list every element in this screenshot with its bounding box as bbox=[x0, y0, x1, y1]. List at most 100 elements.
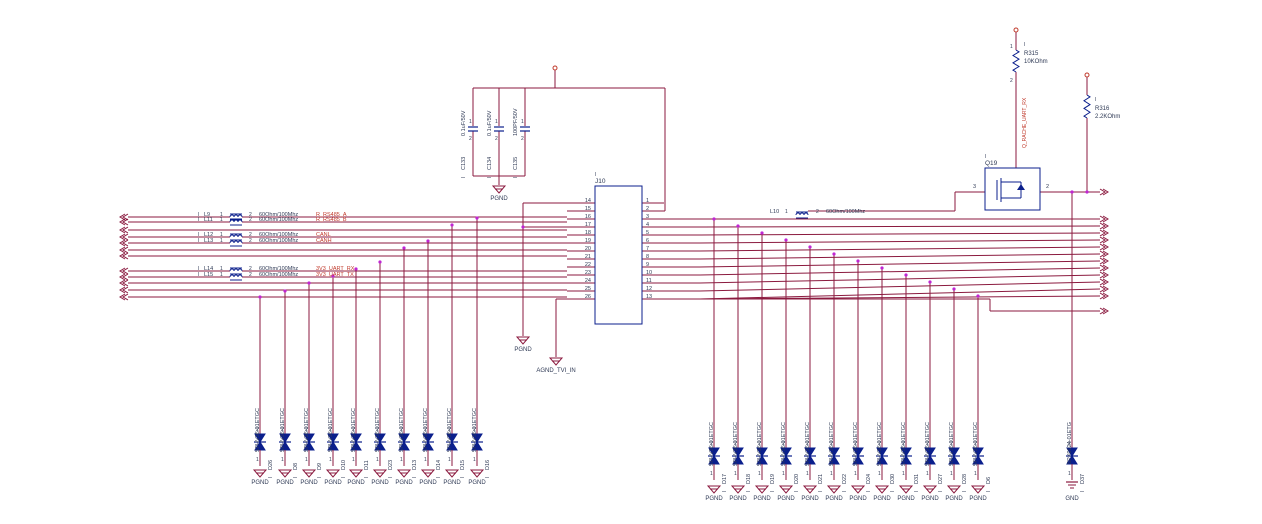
cap-marker: I bbox=[461, 177, 467, 178]
offpage-connector-right bbox=[1099, 285, 1106, 293]
tvs-marker: I bbox=[341, 477, 347, 478]
tvs-ref-designator: D24 bbox=[866, 474, 872, 484]
tvs-ref-designator: D9 bbox=[317, 463, 323, 470]
resistor-marker: I bbox=[1095, 97, 1096, 103]
offpage-connector-right bbox=[1099, 257, 1106, 265]
tvs-pin-label: 1 bbox=[352, 457, 355, 463]
ferrite-coil bbox=[229, 234, 235, 238]
tvs-pin-label: 2 bbox=[710, 441, 713, 447]
offpage-connector-right bbox=[1099, 292, 1106, 300]
offpage-connector-left bbox=[119, 293, 126, 301]
junction-dot bbox=[760, 231, 764, 235]
tvs-triangle bbox=[1066, 447, 1078, 457]
junction-dot bbox=[1085, 190, 1089, 194]
tvs-triangle bbox=[279, 433, 291, 443]
net-wire bbox=[699, 274, 1101, 284]
tvs-pin-label: 1 bbox=[448, 457, 451, 463]
tvs-pin-label: 2 bbox=[281, 427, 284, 433]
connector-pin-number: 20 bbox=[585, 246, 591, 252]
tvs-ref-designator: D8 bbox=[293, 463, 299, 470]
cap-pin-label: 1 bbox=[521, 119, 524, 125]
inductor-ref-designator: L14 bbox=[204, 266, 213, 272]
inductor-pin-label: 2 bbox=[249, 217, 252, 223]
tvs-triangle bbox=[350, 433, 362, 443]
inductor-marker: I bbox=[198, 217, 199, 223]
inductor-value: 60Ohm/100Mhz bbox=[259, 217, 298, 223]
resistor-marker: I bbox=[1024, 42, 1025, 48]
junction-dot bbox=[258, 295, 262, 299]
connector-pin-number: 4 bbox=[646, 222, 649, 228]
pgnd-label: PGND bbox=[873, 496, 891, 502]
cap-pin-label: 2 bbox=[469, 136, 472, 142]
resistor-ref-designator: R316 bbox=[1095, 106, 1110, 112]
connector-pin-number: 24 bbox=[585, 278, 591, 284]
junction-dot bbox=[952, 287, 956, 291]
net-label: CANL bbox=[316, 232, 331, 238]
power-port-top bbox=[552, 65, 558, 71]
tvs-part-number: SPHV36-01ETGC bbox=[351, 408, 357, 452]
ferrite-coil bbox=[237, 268, 243, 272]
connector-pin-number: 11 bbox=[646, 278, 652, 284]
tvs-pin-label: 1 bbox=[305, 457, 308, 463]
ferrite-coil bbox=[229, 268, 235, 272]
net-label: R_RS485_A bbox=[316, 212, 347, 218]
ferrite-coil bbox=[799, 212, 805, 216]
connector-pin-number: 21 bbox=[585, 254, 591, 260]
parts-layer bbox=[119, 27, 1109, 494]
resistor-net-label: Q_RACHE_UART_RX bbox=[1022, 97, 1028, 148]
offpage-connector-right bbox=[1099, 307, 1106, 315]
net-label: R_RS485_B bbox=[316, 217, 347, 223]
inductor-pin-label: 1 bbox=[220, 212, 223, 218]
connector-pin-number: 1 bbox=[646, 198, 649, 204]
tvs-pin-label: 2 bbox=[329, 427, 332, 433]
junction-dot bbox=[1070, 190, 1074, 194]
tvs-ref-designator: D19 bbox=[770, 474, 776, 484]
tvs-marker: I bbox=[962, 491, 968, 492]
tvs-diode-d6 bbox=[972, 424, 984, 480]
pgnd-label: PGND bbox=[443, 480, 461, 486]
inductor-ref-designator: L15 bbox=[204, 272, 213, 278]
tvs-triangle bbox=[422, 433, 434, 443]
offpage-connector-left bbox=[122, 252, 129, 260]
pgnd-label: AGND_TVI_IN bbox=[536, 368, 575, 374]
pgnd-label: PGND bbox=[347, 480, 365, 486]
inductor-ref-designator: L13 bbox=[204, 238, 213, 244]
tvs-pin-label: 2 bbox=[256, 427, 259, 433]
tvs-part-number: SPHV36-01ETGC bbox=[901, 422, 907, 466]
tvs-ref-designator: D18 bbox=[746, 474, 752, 484]
junction-dot bbox=[331, 274, 335, 278]
tvs-diode-d8 bbox=[279, 410, 291, 466]
pgnd-label: PGND bbox=[921, 496, 939, 502]
ferrite-coil bbox=[233, 268, 239, 272]
tvs-pin-label: 1 bbox=[473, 457, 476, 463]
power-port-r315 bbox=[1013, 27, 1019, 33]
tvs-triangle bbox=[471, 433, 483, 443]
offpage-connector-left bbox=[119, 252, 126, 260]
tvs-ref-designator: D10 bbox=[341, 460, 347, 470]
tvs-part-number: SPHV36-01ETGC bbox=[925, 422, 931, 466]
tvs-part-number: SPHV36-01ETGC bbox=[805, 422, 811, 466]
tvs-part-number: SPHV36-01ETGC bbox=[472, 408, 478, 452]
tvs-part-number: SPHV36-01ETGC bbox=[853, 422, 859, 466]
resistor-r316 bbox=[1083, 94, 1091, 119]
offpage-connector-right bbox=[1102, 257, 1109, 265]
tvs-marker: I bbox=[746, 491, 752, 492]
junction-dot bbox=[832, 252, 836, 256]
inductor-ref-designator: L9 bbox=[204, 212, 210, 218]
inductor-value: 60Ohm/100Mhz bbox=[259, 238, 298, 244]
tvs-triangle bbox=[924, 447, 936, 457]
offpage-connector-left bbox=[122, 226, 129, 234]
offpage-connector-left bbox=[122, 267, 129, 275]
tvs-ref-designator: D11 bbox=[364, 460, 370, 470]
tvs-part-number: SPHV36-01ETGC bbox=[304, 408, 310, 452]
tvs-pin-label: 2 bbox=[950, 441, 953, 447]
tvs-diode-d26 bbox=[254, 410, 266, 466]
inductor-ref-designator: L11 bbox=[204, 217, 213, 223]
tvs-triangle bbox=[804, 447, 816, 457]
junction-dot bbox=[976, 294, 980, 298]
inductor-marker: I bbox=[198, 238, 199, 244]
tvs-triangle bbox=[972, 447, 984, 457]
tvs-part-number: SPHV36-01ETGC bbox=[733, 422, 739, 466]
net-wire bbox=[699, 281, 1101, 292]
tvs-pin-label: 1 bbox=[710, 471, 713, 477]
